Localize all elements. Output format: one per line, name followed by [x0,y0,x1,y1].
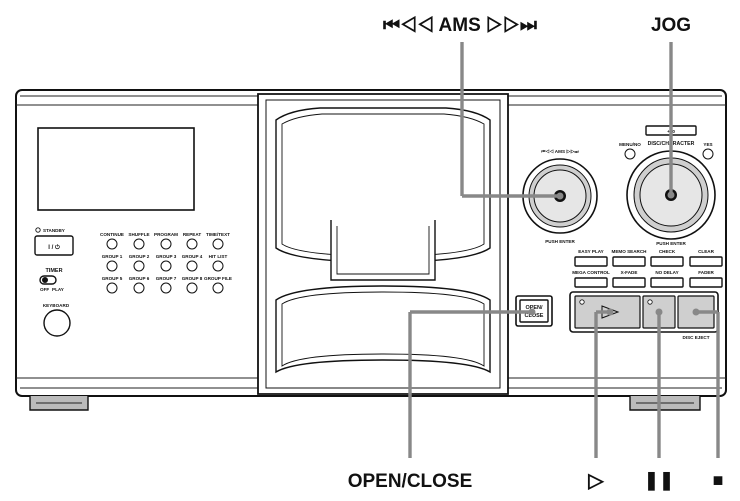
group-file-button[interactable] [212,282,224,294]
btn-label-group4: GROUP 4 [182,254,203,259]
jog-callout-label: JOG [651,15,691,36]
x-fade-button[interactable] [612,277,646,288]
btn-label-time-text: TIME/TEXT [206,232,230,237]
fader-button[interactable] [689,277,723,288]
mega-control-button[interactable] [574,277,608,288]
function-button-grid: CONTINUE SHUFFLE PROGRAM REPEAT TIME/TEX… [100,232,232,294]
repeat-button[interactable] [186,238,198,250]
btn-label-continue: CONTINUE [100,232,124,237]
easy-play-button[interactable] [574,256,608,267]
clear-label: CLEAR [698,249,715,254]
keyboard-jack[interactable] [43,309,71,337]
ams-small-label: ⏮◁◁ AMS ▷▷⏭ [541,149,579,154]
right-button-rows: EASY PLAY MEMO SEARCH CHECK CLEAR MEGA C… [572,249,723,288]
power-button[interactable] [34,235,74,256]
menu-no-label: MENU/NO [619,142,641,147]
display-window [37,127,195,211]
group1-button[interactable] [106,260,118,272]
standby-led [35,227,41,233]
time-text-button[interactable] [212,238,224,250]
mega-control-label: MEGA CONTROL [572,270,610,275]
play-callout-label: ▷ [587,470,605,492]
pause-led [647,299,653,305]
easy-play-label: EASY PLAY [578,249,604,254]
btn-label-shuffle: SHUFFLE [128,232,149,237]
memo-search-label: MEMO SEARCH [612,249,648,254]
timer-label: TIMER [45,268,62,274]
memo-search-button[interactable] [612,256,646,267]
btn-label-group1: GROUP 1 [102,254,123,259]
group7-button[interactable] [160,282,172,294]
check-label: CHECK [659,249,676,254]
yes-label: YES [703,142,712,147]
btn-label-group5: GROUP 5 [102,276,123,281]
timer-play-label: PLAY [52,287,64,292]
btn-label-repeat: REPEAT [183,232,201,237]
continue-button[interactable] [106,238,118,250]
standby-label: STANDBY [43,228,65,233]
open-close-btn-line1: OPEN/ [525,305,543,311]
no-delay-label: NO DELAY [655,270,678,275]
x-fade-label: X-FADE [621,270,638,275]
group3-button[interactable] [160,260,172,272]
group5-button[interactable] [106,282,118,294]
play-led [579,299,585,305]
btn-label-group2: GROUP 2 [129,254,150,259]
shuffle-button[interactable] [133,238,145,250]
clear-button[interactable] [689,256,723,267]
group6-button[interactable] [133,282,145,294]
keyboard-label: KEYBOARD [43,303,70,308]
btn-label-group8: GROUP 8 [182,276,203,281]
open-close-btn-line2: CLOSE [525,313,544,319]
menu-no-button[interactable] [624,148,636,160]
disc-door [257,93,509,395]
power-symbol: I / ⏻ [48,244,60,251]
ams-push-enter: PUSH ENTER [545,239,575,244]
group8-button[interactable] [186,282,198,294]
program-button[interactable] [160,238,172,250]
group2-button[interactable] [133,260,145,272]
disc-eject-label: DISC EJECT [682,335,709,340]
jog-push-enter: PUSH ENTER [656,241,686,246]
btn-label-group7: GROUP 7 [156,276,177,281]
open-close-callout-label: OPEN/CLOSE [348,471,473,492]
btn-label-group6: GROUP 6 [129,276,150,281]
no-delay-button[interactable] [650,277,684,288]
group4-button[interactable] [186,260,198,272]
timer-switch-knob [42,277,48,283]
btn-label-program: PROGRAM [154,232,178,237]
stop-callout-label: ■ [713,470,724,490]
fader-label: FADER [698,270,714,275]
check-button[interactable] [650,256,684,267]
pause-callout-label: ❚❚ [644,470,674,491]
ams-callout-label: ⏮◁◁ AMS ▷▷⏭ [383,15,537,36]
callout-lines [408,42,720,458]
yes-button[interactable] [702,148,714,160]
btn-label-group-file: GROUP FILE [204,276,232,281]
btn-label-hit-list: HIT LIST [209,254,228,259]
btn-label-group3: GROUP 3 [156,254,177,259]
timer-off-label: OFF [40,287,49,292]
hit-list-button[interactable] [212,260,224,272]
